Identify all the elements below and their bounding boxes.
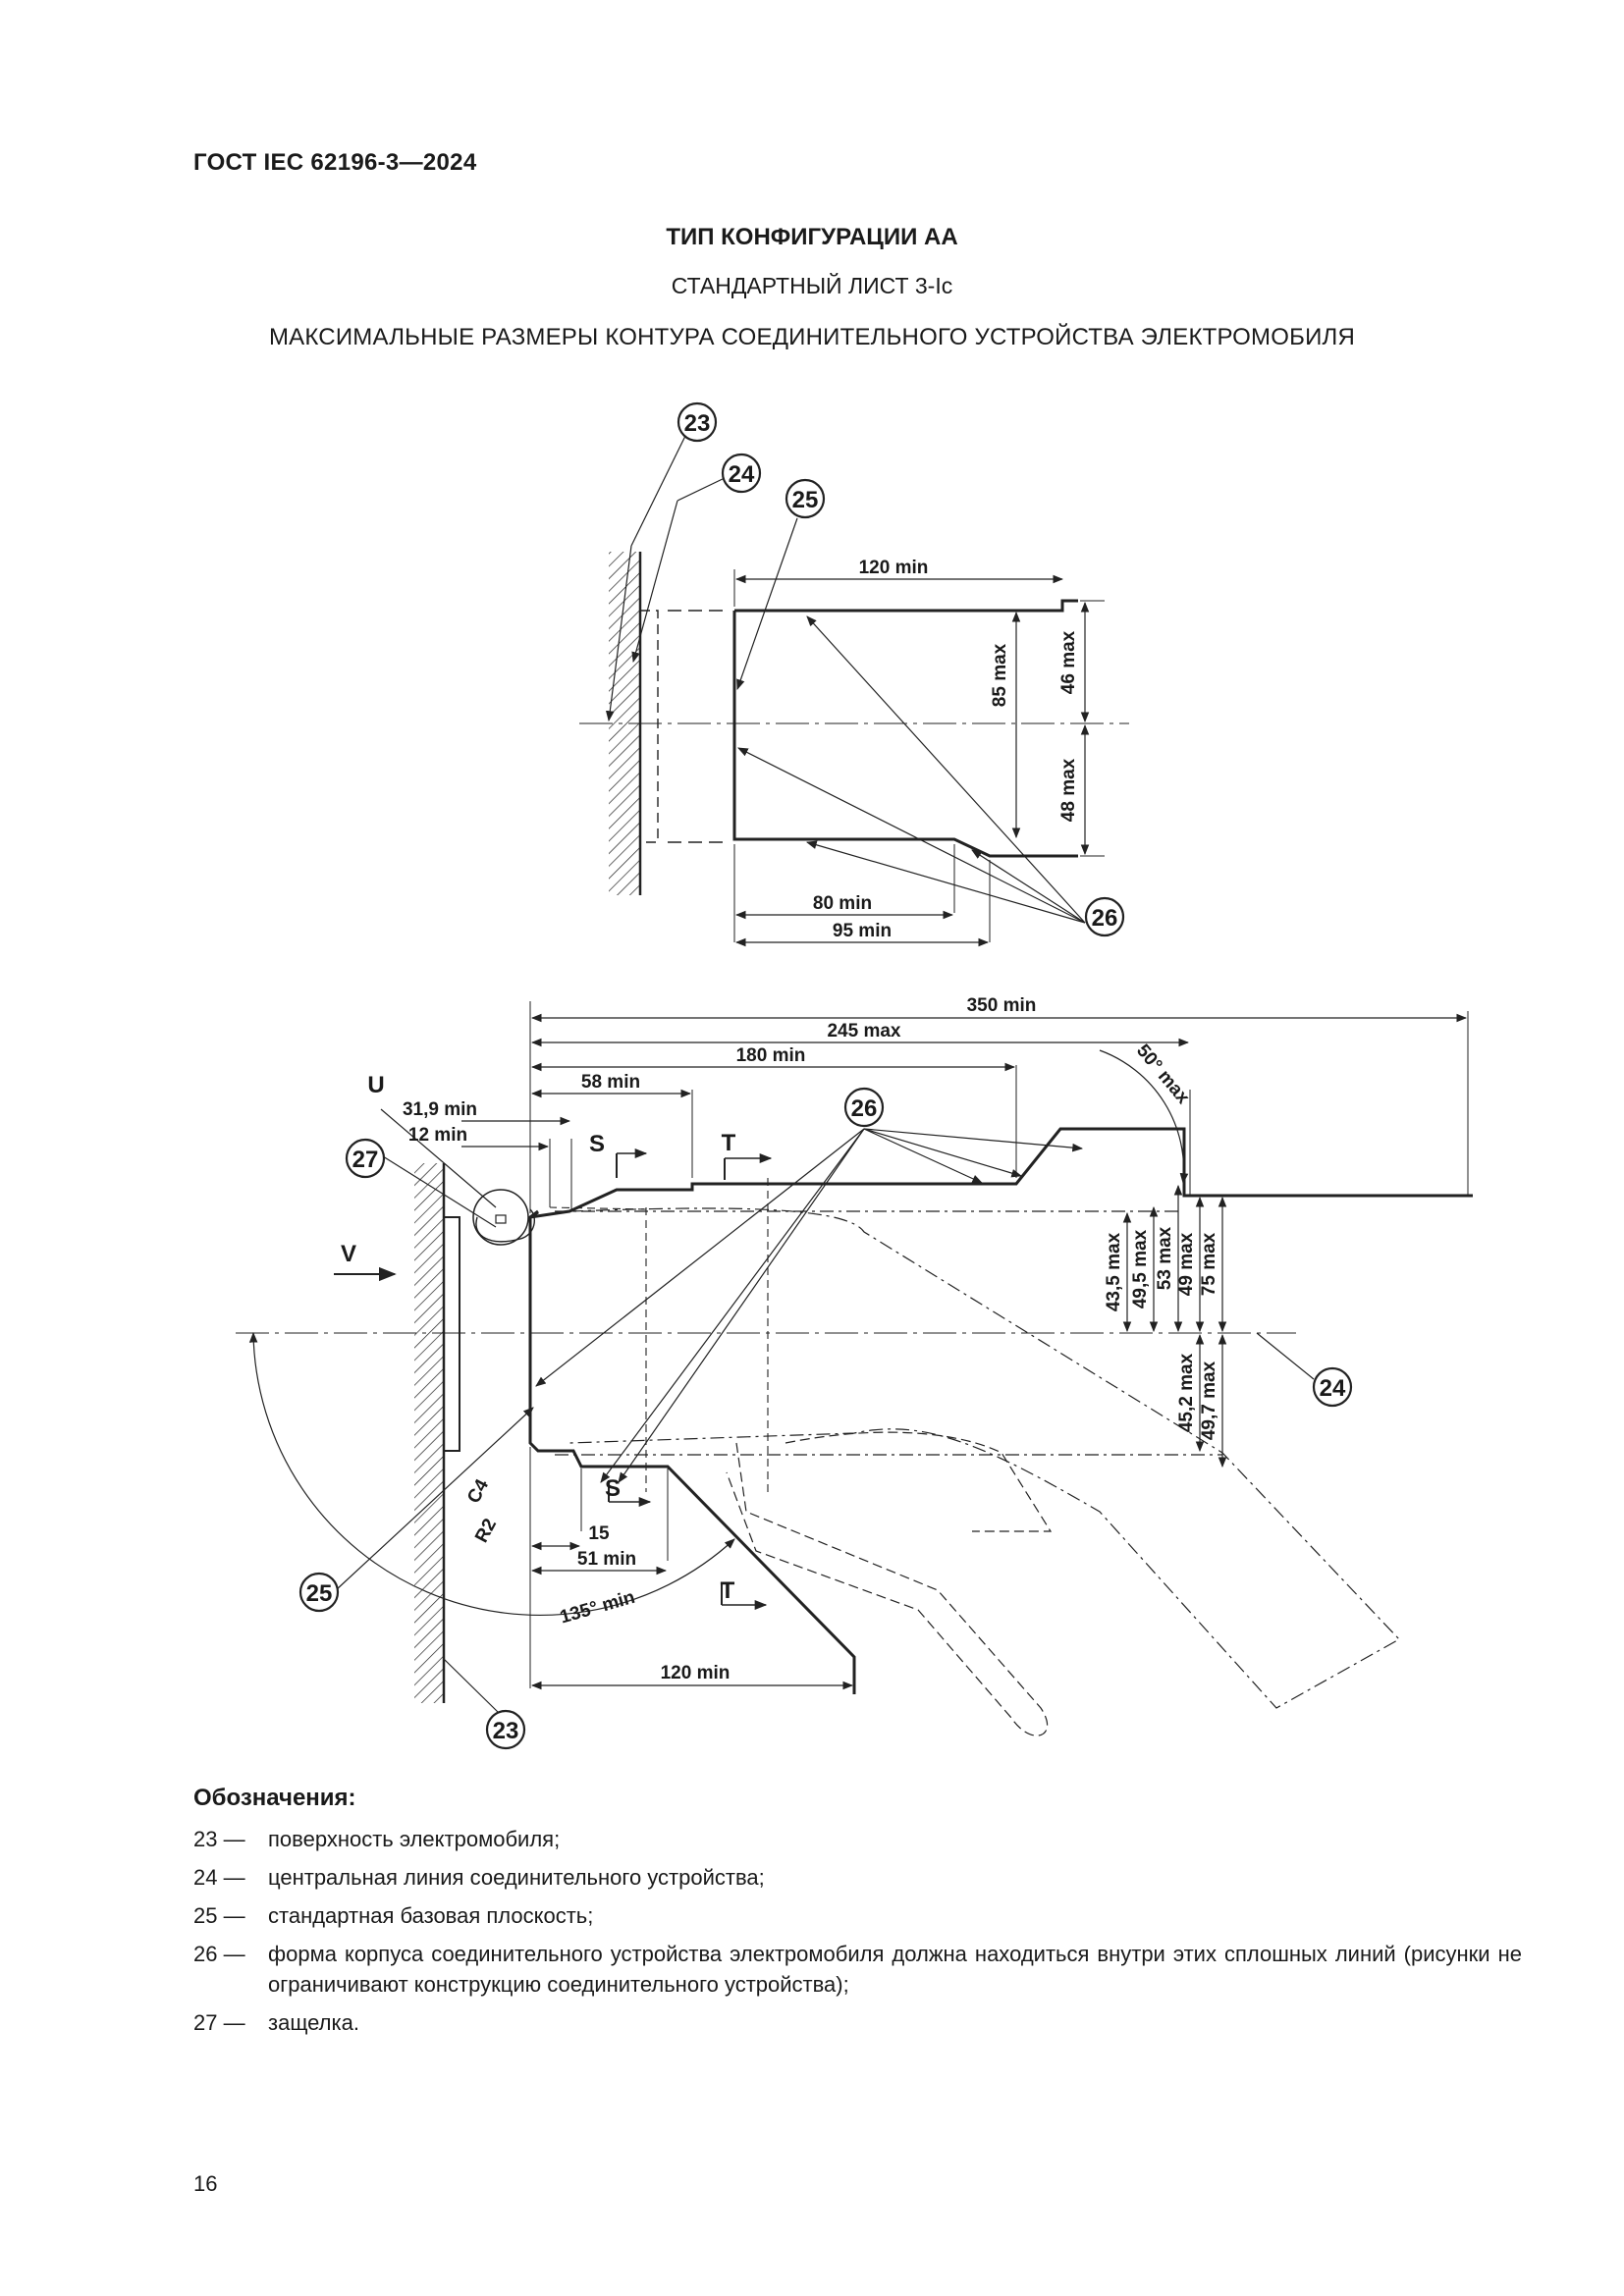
dim-lower-48: 48 max: [1058, 758, 1079, 822]
dim-15: 15: [588, 1523, 610, 1544]
side-view: [236, 1001, 1473, 1750]
legend-item-number: 27 —: [193, 2010, 245, 2035]
figure-title-description: МАКСИМАЛЬНЫЕ РАЗМЕРЫ КОНТУРА СОЕДИНИТЕЛЬ…: [268, 324, 1355, 350]
dim-43-5: 43,5 max: [1104, 1232, 1124, 1311]
top-view: [579, 401, 1129, 947]
legend-title: Обозначения:: [193, 1785, 356, 1811]
dim-49-5: 49,5 max: [1130, 1229, 1151, 1308]
legend-item: 26 — форма корпуса соединительного устро…: [193, 1939, 1522, 2000]
dim-120-bottom: 120 min: [661, 1663, 731, 1683]
dim-350: 350 min: [967, 995, 1037, 1016]
callout-26-top: 26: [1092, 905, 1118, 932]
callout-24-top: 24: [729, 461, 755, 488]
legend-item-number: 23 —: [193, 1827, 245, 1851]
dim-53: 53 max: [1155, 1226, 1175, 1290]
label-s-bottom: S: [605, 1475, 621, 1502]
callout-25-side: 25: [306, 1580, 333, 1607]
figure-title-sheet: СТАНДАРТНЫЙ ЛИСТ 3-Ic: [671, 273, 953, 298]
legend-item: 27 — защелка.: [193, 2007, 1522, 2038]
callout-25-top: 25: [792, 487, 819, 513]
vehicle-surface-side: [414, 1163, 444, 1703]
dim-height-85: 85 max: [990, 643, 1010, 707]
page-number: 16: [193, 2171, 218, 2196]
dim-c4: C4: [463, 1475, 493, 1507]
front-plane: [528, 1209, 856, 1694]
legend-item-text: защелка.: [268, 2010, 359, 2035]
dim-upper-46: 46 max: [1058, 630, 1079, 694]
legend-item: 24 — центральная линия соединительного у…: [193, 1862, 1522, 1893]
callout-26-side: 26: [851, 1095, 878, 1122]
dim-12: 12 min: [408, 1125, 467, 1146]
legend-item: 25 — стандартная базовая плоскость;: [193, 1900, 1522, 1931]
dim-245: 245 max: [827, 1021, 900, 1041]
dim-width-120: 120 min: [859, 558, 929, 578]
legend-item-text: стандартная базовая плоскость;: [268, 1903, 594, 1928]
dim-180: 180 min: [736, 1045, 806, 1066]
dim-58: 58 min: [581, 1072, 640, 1093]
dim-step-95: 95 min: [833, 921, 892, 941]
callout-23-side: 23: [493, 1718, 519, 1744]
dim-51: 51 min: [577, 1549, 636, 1570]
legend-item-text: форма корпуса соединительного устройства…: [268, 1942, 1522, 1997]
dim-step-80: 80 min: [813, 893, 872, 914]
contour-upper: [529, 1127, 1473, 1219]
figure-title-config: ТИП КОНФИГУРАЦИИ АА: [666, 224, 958, 250]
legend-item-number: 26 —: [193, 1942, 245, 1966]
dim-r2: R2: [471, 1516, 501, 1546]
callout-27: 27: [352, 1147, 379, 1173]
dim-49-7: 49,7 max: [1199, 1361, 1219, 1440]
dim-75: 75 max: [1199, 1232, 1219, 1296]
label-t-bottom: T: [721, 1577, 735, 1604]
legend-item-text: поверхность электромобиля;: [268, 1827, 561, 1851]
dim-45-2: 45,2 max: [1176, 1353, 1197, 1432]
legend-item-number: 24 —: [193, 1865, 245, 1890]
label-t-top: T: [722, 1130, 736, 1156]
legend-item-text: центральная линия соединительного устрой…: [268, 1865, 765, 1890]
dim-31-9: 31,9 min: [403, 1099, 477, 1120]
legend-list: 23 — поверхность электромобиля; 24 — цен…: [193, 1824, 1522, 2046]
technical-drawing: 23 24 25 26 120 min 85 max 46 max 48 max…: [236, 401, 1473, 1750]
label-v: V: [341, 1241, 356, 1267]
label-s-top: S: [589, 1131, 605, 1157]
legend-item: 23 — поверхность электромобиля;: [193, 1824, 1522, 1854]
callout-24-side: 24: [1320, 1375, 1346, 1402]
dim-49: 49 max: [1176, 1232, 1197, 1296]
contour-top: [732, 599, 1078, 858]
dim-angle-135: 135° min: [558, 1587, 637, 1629]
callout-23-top: 23: [684, 410, 711, 437]
latch-detail-circle: [472, 1189, 529, 1246]
label-u: U: [367, 1072, 384, 1098]
document-code: ГОСТ IEC 62196-3—2024: [193, 149, 477, 176]
legend-item-number: 25 —: [193, 1903, 245, 1928]
